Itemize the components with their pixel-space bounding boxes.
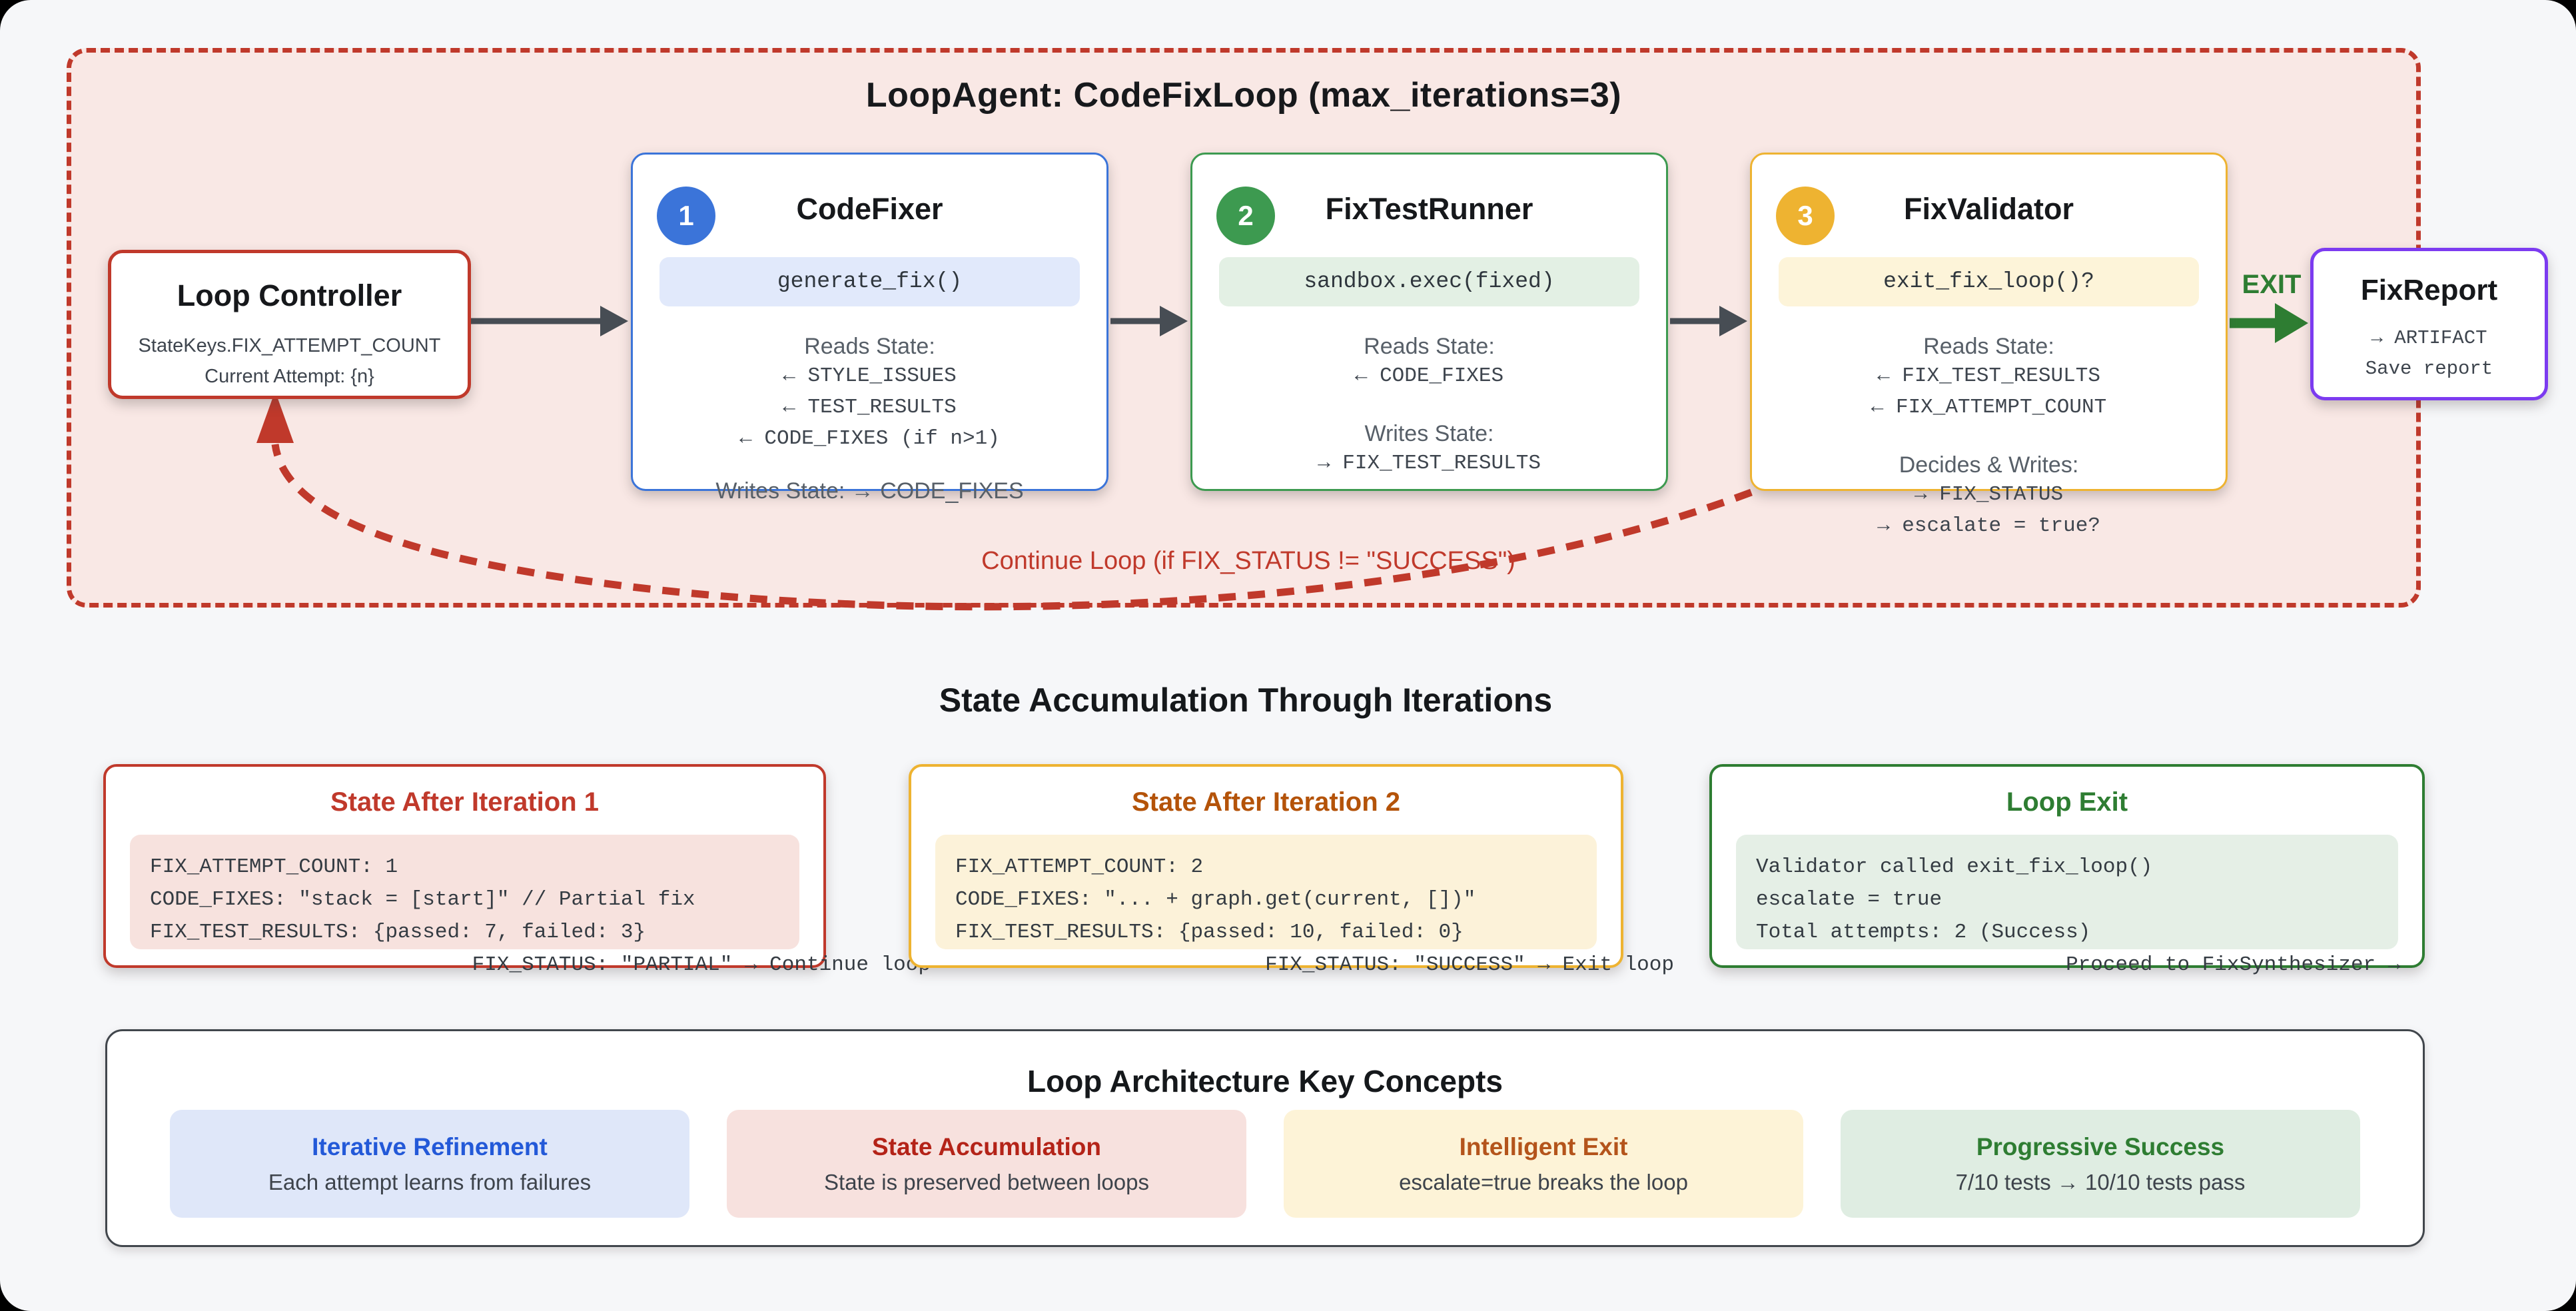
write-item: → FIX_TEST_RESULTS xyxy=(1318,452,1541,475)
fixtestrunner-title: FixTestRunner xyxy=(1325,192,1533,226)
concept-progressive-success: Progressive Success 7/10 tests → 10/10 t… xyxy=(1841,1110,2360,1218)
concept-title: Iterative Refinement xyxy=(312,1133,548,1160)
exit-arrowhead-icon xyxy=(2275,303,2308,343)
concept-iterative-refinement: Iterative Refinement Each attempt learns… xyxy=(170,1110,689,1218)
step-1-badge: 1 xyxy=(657,187,715,245)
concept-title: Progressive Success xyxy=(1976,1133,2225,1160)
fixreport-title: FixReport xyxy=(2360,274,2498,306)
concept-pill-row: Iterative Refinement Each attempt learns… xyxy=(107,1110,2423,1218)
statekey-line: StateKeys.FIX_ATTEMPT_COUNT xyxy=(138,335,441,356)
read-item: ← FIX_ATTEMPT_COUNT xyxy=(1871,396,2107,419)
exit-label: EXIT xyxy=(2242,270,2302,299)
read-item: ← CODE_FIXES xyxy=(1354,364,1504,388)
read-item: ← STYLE_ISSUES xyxy=(783,364,957,388)
iterations-heading: State Accumulation Through Iterations xyxy=(939,681,1553,719)
loop-agent-container: LoopAgent: CodeFixLoop (max_iterations=3… xyxy=(67,48,2548,611)
concept-state-accumulation: State Accumulation State is preserved be… xyxy=(727,1110,1246,1218)
reads-state-label: Reads State: xyxy=(804,334,935,359)
key-concepts-panel: Loop Architecture Key Concepts Iterative… xyxy=(105,1029,2425,1247)
fixreport-lines: → ARTIFACT Save report xyxy=(2365,327,2493,380)
codefixer-card: 1 CodeFixer generate_fix() Reads State: … xyxy=(631,153,1108,504)
step-3-badge: 3 xyxy=(1776,187,1835,245)
concept-intelligent-exit: Intelligent Exit escalate=true breaks th… xyxy=(1284,1110,1803,1218)
arrow-right-icon xyxy=(1160,306,1188,336)
iteration-1-title: State After Iteration 1 xyxy=(330,787,600,817)
concept-subtitle: State is preserved between loops xyxy=(824,1170,1149,1194)
fixreport-card: FixReport → ARTIFACT Save report xyxy=(2310,248,2548,400)
concept-subtitle: escalate=true breaks the loop xyxy=(1399,1170,1688,1194)
current-attempt-line: Current Attempt: {n} xyxy=(205,366,374,387)
loop-controller-card: Loop Controller StateKeys.FIX_ATTEMPT_CO… xyxy=(108,250,471,399)
continue-loop-label: Continue Loop (if FIX_STATUS != "SUCCESS… xyxy=(981,547,1515,575)
loop-controller-title: Loop Controller xyxy=(177,278,402,312)
codefixer-title: CodeFixer xyxy=(796,192,943,226)
iteration-1-code: FIX_ATTEMPT_COUNT: 1 CODE_FIXES: "stack … xyxy=(130,835,931,977)
step-2-badge: 2 xyxy=(1216,187,1275,245)
writes-state-label: Writes State: xyxy=(1364,421,1494,446)
concept-title: State Accumulation xyxy=(871,1133,1102,1160)
read-item: ← TEST_RESULTS xyxy=(783,396,957,419)
concept-title: Intelligent Exit xyxy=(1459,1133,1628,1160)
concept-subtitle: 7/10 tests → 10/10 tests pass xyxy=(1955,1170,2246,1194)
write-item: → FIX_STATUS xyxy=(1914,483,2064,506)
read-item: ← CODE_FIXES (if n>1) xyxy=(739,427,1000,450)
loop-title: LoopAgent: CodeFixLoop (max_iterations=3… xyxy=(865,76,1622,115)
fixvalidator-title: FixValidator xyxy=(1903,192,2074,226)
arrow-right-icon xyxy=(600,306,628,336)
concept-subtitle: Each attempt learns from failures xyxy=(268,1170,592,1194)
iteration-2-title: State After Iteration 2 xyxy=(1131,787,1401,817)
iteration-1-card: State After Iteration 1 FIX_ATTEMPT_COUN… xyxy=(103,764,931,977)
reads-state-label: Reads State: xyxy=(1364,334,1495,359)
codefixer-code-pill: generate_fix() xyxy=(659,257,1080,306)
read-item: ← FIX_TEST_RESULTS xyxy=(1877,364,2100,388)
fixvalidator-card: 3 FixValidator exit_fix_loop()? Reads St… xyxy=(1750,153,2228,538)
loop-controller-statekey: StateKeys.FIX_ATTEMPT_COUNT Current Atte… xyxy=(111,330,468,392)
reads-state-label: Reads State: xyxy=(1923,334,2054,359)
key-concepts-title: Loop Architecture Key Concepts xyxy=(1027,1064,1503,1098)
decides-writes-label: Decides & Writes: xyxy=(1899,452,2079,478)
iteration-2-code: FIX_ATTEMPT_COUNT: 2 CODE_FIXES: "... + … xyxy=(935,835,1674,977)
loop-exit-title: Loop Exit xyxy=(2006,787,2128,817)
fixvalidator-code-pill: exit_fix_loop()? xyxy=(1779,257,2199,306)
arrow-right-icon xyxy=(1719,306,1747,336)
fixtestrunner-code-pill: sandbox.exec(fixed) xyxy=(1219,257,1639,306)
iteration-2-card: State After Iteration 2 FIX_ATTEMPT_COUN… xyxy=(909,764,1674,977)
fixtestrunner-card: 2 FixTestRunner sandbox.exec(fixed) Read… xyxy=(1190,153,1668,491)
writes-state-line: Writes State: → CODE_FIXES xyxy=(715,478,1024,504)
write-item: → escalate = true? xyxy=(1877,514,2100,538)
loop-exit-card: Loop Exit Validator called exit_fix_loop… xyxy=(1709,764,2425,977)
loop-exit-code: Validator called exit_fix_loop() escalat… xyxy=(1736,835,2400,977)
